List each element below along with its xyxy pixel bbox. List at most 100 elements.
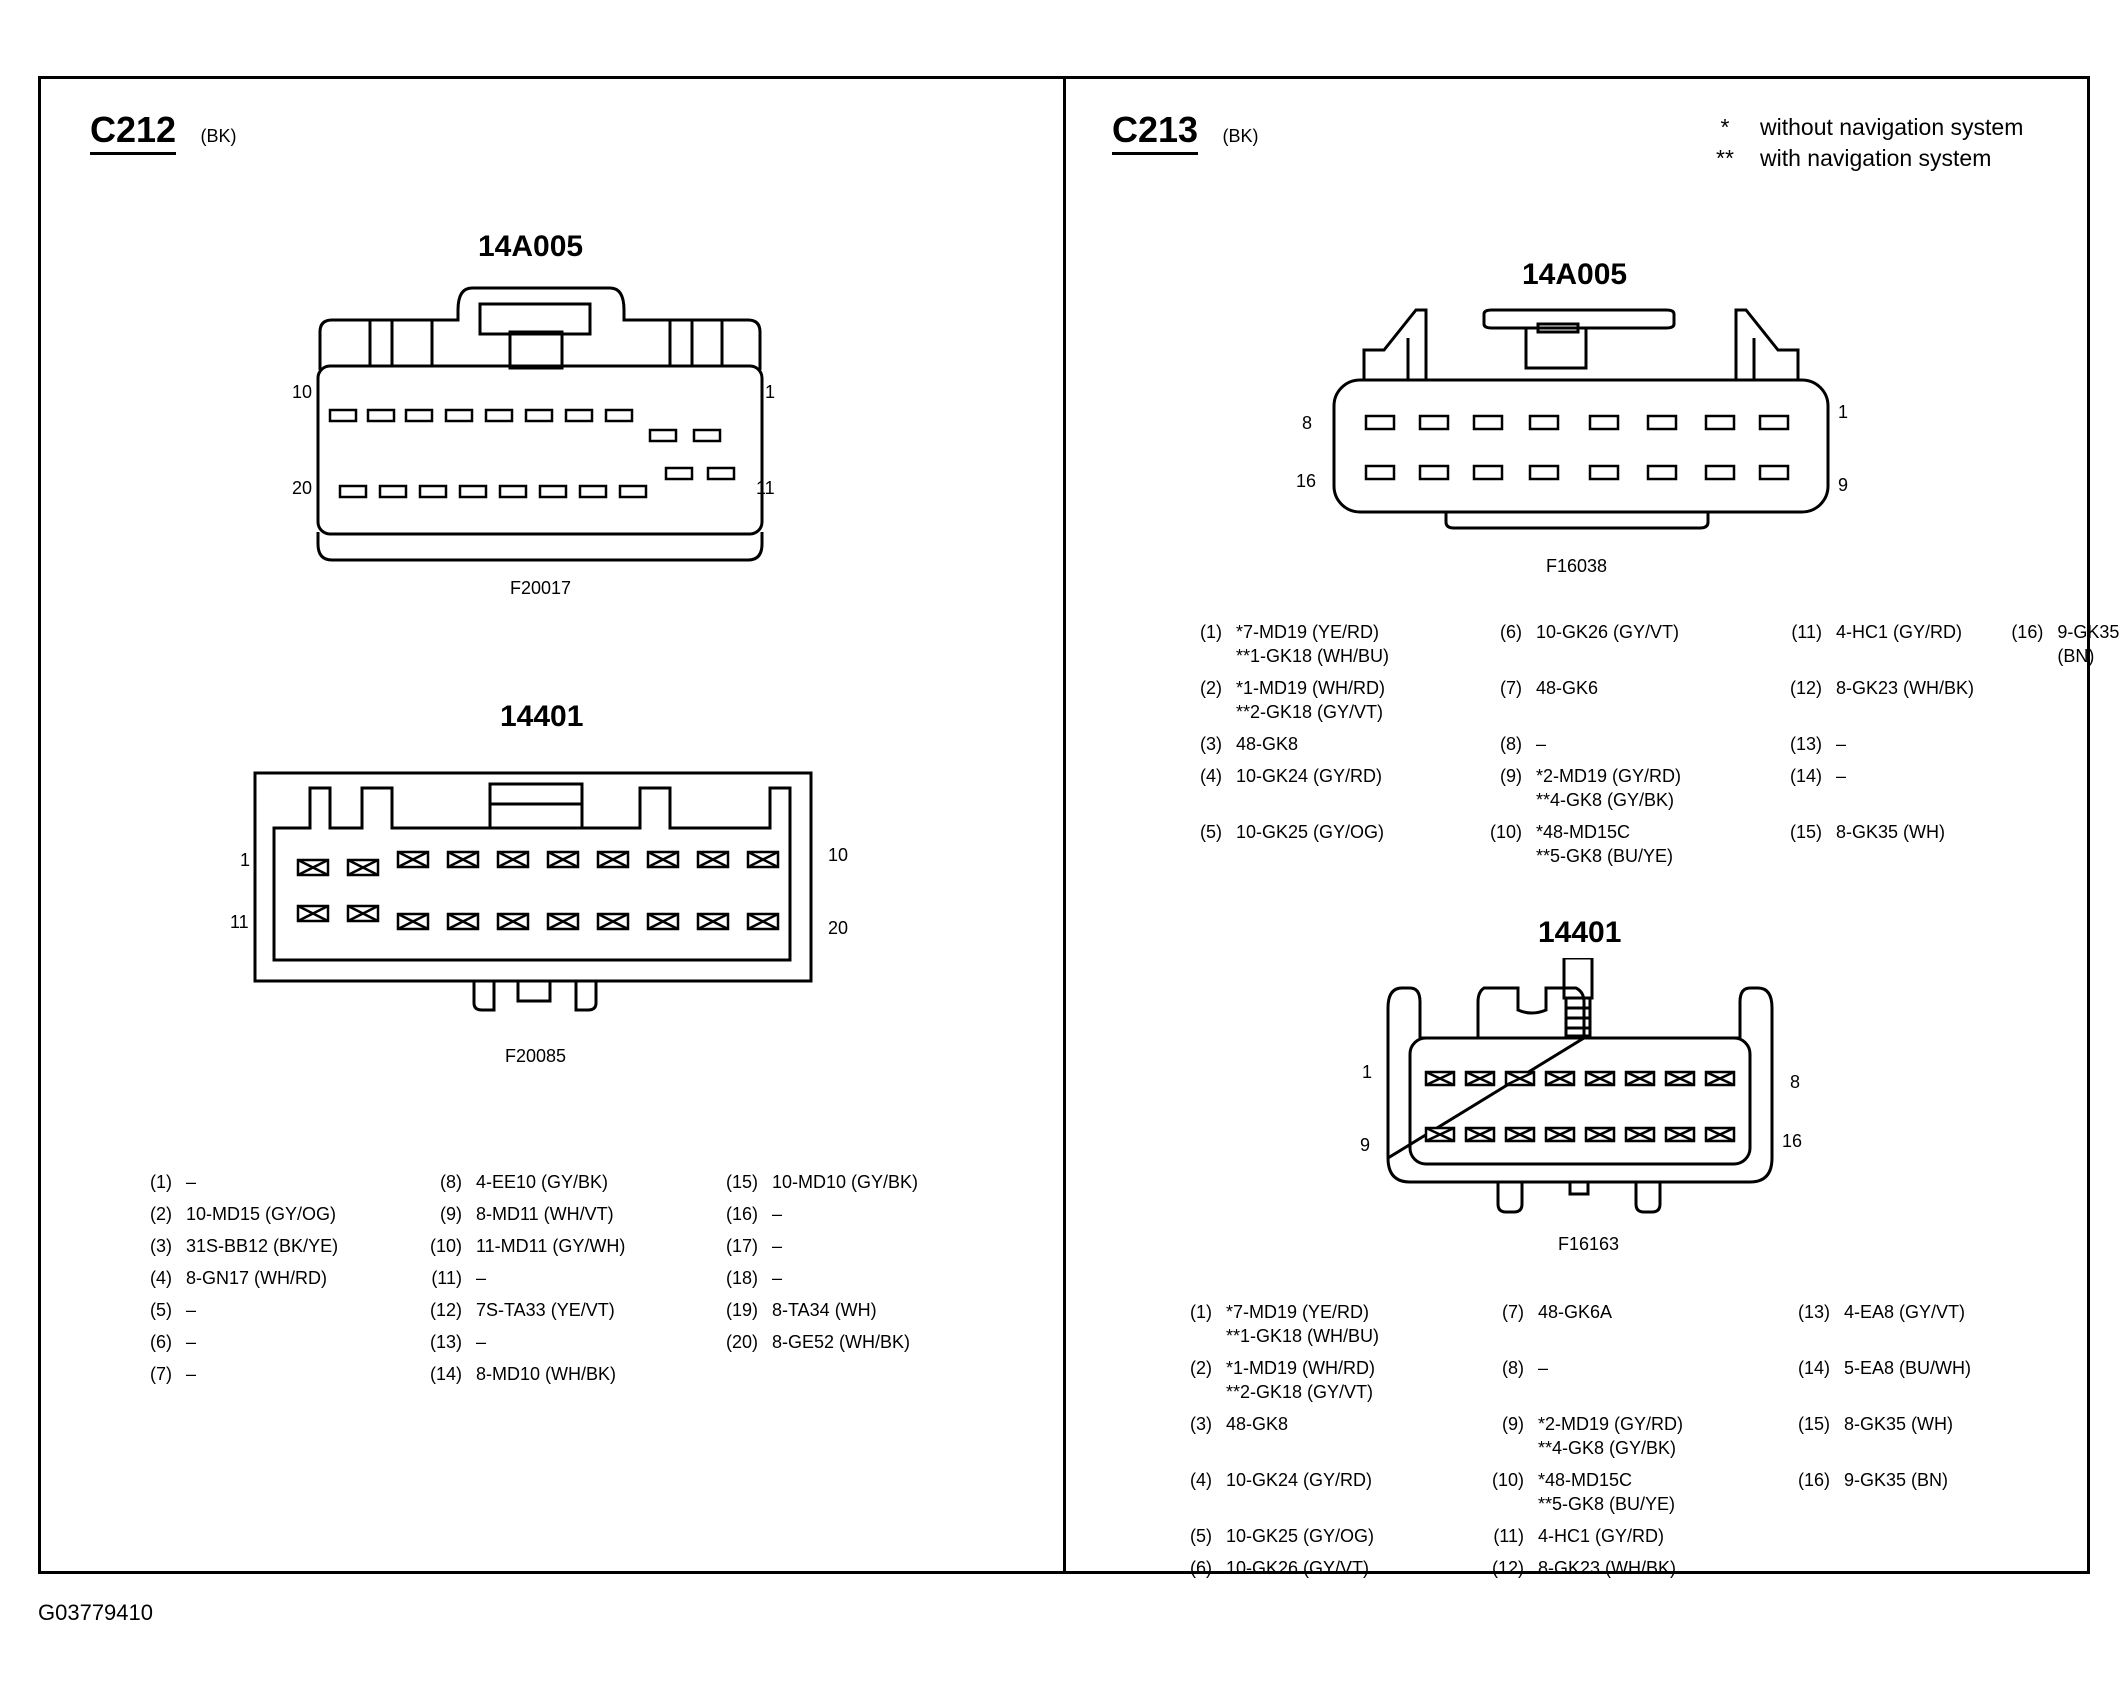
pin-row: (6)10-GK26 (GY/VT) — [1160, 1556, 1472, 1580]
pin-circuit: 8-GN17 (WH/RD) — [186, 1268, 328, 1288]
pin-number: (7) — [150, 1364, 172, 1384]
pin-circuit: *48-MD15C **5-GK8 (BU/YE) — [1538, 1470, 1676, 1514]
pin-row: (16)9-GK35 (BN) — [2010, 620, 2124, 668]
pin-row: (12) 8-GK23 (WH/BK) — [1770, 676, 2010, 724]
pin-number: (11) — [1791, 622, 1822, 642]
legend-text: with navigation system — [1760, 145, 1992, 171]
figure-id-f16163: F16163 — [1558, 1234, 1620, 1254]
pin-circuit: – — [772, 1204, 783, 1224]
pin-row: (15)8-GK35 (WH) — [1770, 820, 2010, 868]
pin-circuit: 11-MD11 (GY/WH) — [476, 1236, 626, 1256]
pin-circuit: 4-HC1 (GY/RD) — [1836, 622, 1963, 642]
pin-number: (2) — [150, 1204, 172, 1224]
c212-header: C212 (BK) — [90, 109, 237, 155]
connector-drawing-14401-c212 — [253, 771, 813, 1012]
pin-circuit: 10-GK26 (GY/VT) — [1226, 1558, 1370, 1578]
pin-number: (3) — [1200, 734, 1222, 754]
pin-circuit: – — [1836, 734, 1847, 754]
pin-number: (15) — [725, 1172, 758, 1192]
pin-row: (13)4-EA8 (GY/VT) — [1778, 1300, 2018, 1348]
pin-circuit: *7-MD19 (YE/RD) **1-GK18 (WH/BU) — [1236, 622, 1390, 666]
pin-row: (10) *48-MD15C **5-GK8 (BU/YE) — [1472, 1468, 1778, 1516]
pin-number: (10) — [1491, 1470, 1524, 1490]
pin-circuit: 7S-TA33 (YE/VT) — [476, 1300, 615, 1320]
c213-header: C213 (BK) — [1112, 109, 1259, 155]
pin-row: (14)5-EA8 (BU/WH) — [1778, 1356, 2018, 1404]
pin-circuit: *1-MD19 (WH/RD) **2-GK18 (GY/VT) — [1236, 678, 1386, 722]
pin-circuit: – — [1536, 734, 1547, 754]
legend-text: without navigation system — [1760, 114, 2024, 140]
pin-circuit: 9-GK35 (BN) — [2057, 622, 2120, 666]
pin-number: (7) — [1502, 1302, 1524, 1322]
pin-row: (12)8-GK23 (WH/BK) — [1472, 1556, 1778, 1580]
pin-circuit: 10-GK24 (GY/RD) — [1236, 766, 1383, 786]
pin-cavities — [1364, 414, 1790, 481]
pin-number: (15) — [1797, 1414, 1830, 1434]
pin-row: (16)– — [706, 1198, 946, 1230]
pin-label-tr: 1 — [1838, 402, 1849, 422]
pin-circuit: 8-GK35 (WH) — [1844, 1414, 1954, 1434]
pin-row: (11)– — [410, 1262, 706, 1294]
pin-row: (4) 10-GK24 (GY/RD) — [1160, 1468, 1472, 1516]
pin-table-c213-14a005: (1) *7-MD19 (YE/RD) **1-GK18 (WH/BU) (2) *1… — [1170, 620, 2124, 868]
pin-row: (14)8-MD10 (WH/BK) — [410, 1358, 706, 1390]
pin-circuit: 10-GK24 (GY/RD) — [1226, 1470, 1373, 1490]
pin-row: (5)– — [120, 1294, 410, 1326]
pin-circuit: 8-GK23 (WH/BK) — [1538, 1558, 1677, 1578]
pin-number: (18) — [725, 1268, 758, 1288]
pin-number: (4) — [1190, 1470, 1212, 1490]
pin-row: (4)8-GN17 (WH/RD) — [120, 1262, 410, 1294]
pin-cavities — [1424, 1070, 1736, 1143]
legend-mark: * — [1720, 114, 1730, 140]
pin-row: (14)– — [1770, 764, 2010, 812]
pin-circuit: *7-MD19 (YE/RD) **1-GK18 (WH/BU) — [1226, 1302, 1380, 1346]
pin-number: (2) — [1200, 678, 1222, 698]
pin-number: (3) — [1190, 1414, 1212, 1434]
pin-number: (12) — [1789, 678, 1822, 698]
pin-label-tl: 10 — [292, 382, 313, 402]
pin-circuit: – — [476, 1332, 487, 1352]
pin-number: (16) — [1797, 1470, 1830, 1490]
pin-number: (1) — [1190, 1302, 1212, 1322]
connector-title-c212: C212 — [90, 109, 177, 155]
pin-circuit: 4-EA8 (GY/VT) — [1844, 1302, 1966, 1322]
pin-row: (3)31S-BB12 (BK/YE) — [120, 1230, 410, 1262]
pin-number: (1) — [1200, 622, 1222, 642]
pin-circuit: 8-GK23 (WH/BK) — [1836, 678, 1975, 698]
pin-row: (8)– — [1472, 1356, 1778, 1404]
pin-row: (10)11-MD11 (GY/WH) — [410, 1230, 706, 1262]
pin-row: (17)– — [706, 1230, 946, 1262]
pin-row: (7)– — [120, 1358, 410, 1390]
connector-title-c213: C213 — [1112, 109, 1199, 155]
pin-label-bl: 9 — [1360, 1135, 1371, 1155]
figure-id-f20085: F20085 — [505, 1046, 567, 1066]
pin-row: (16) 9-GK35 (BN) — [1778, 1468, 2018, 1516]
pin-circuit: 5-EA8 (BU/WH) — [1844, 1358, 1972, 1378]
pin-circuit: 48-GK6 — [1536, 678, 1599, 698]
pin-circuit: *48-MD15C **5-GK8 (BU/YE) — [1536, 822, 1674, 866]
pin-label-bl: 11 — [230, 912, 249, 932]
pin-number: (15) — [1789, 822, 1822, 842]
pin-circuit: 9-GK35 (BN) — [1844, 1470, 1949, 1490]
pin-row: (4)10-GK24 (GY/RD) — [1170, 764, 1470, 812]
pin-row: (1) *7-MD19 (YE/RD) **1-GK18 (WH/BU) — [1160, 1300, 1472, 1348]
pin-row: (13)– — [410, 1326, 706, 1358]
pin-circuit: *2-MD19 (GY/RD) **4-GK8 (GY/BK) — [1536, 766, 1682, 810]
pin-number: (8) — [1500, 734, 1522, 754]
pin-number: (1) — [150, 1172, 172, 1192]
connector-color-c212: (BK) — [200, 126, 237, 146]
pin-circuit: – — [772, 1268, 783, 1288]
pin-circuit: 10-GK25 (GY/OG) — [1226, 1526, 1375, 1546]
figure-id-f16038: F16038 — [1546, 556, 1608, 576]
pin-circuit: – — [186, 1172, 197, 1192]
pin-number: (5) — [1190, 1526, 1212, 1546]
pin-number: (7) — [1500, 678, 1522, 698]
panel-divider — [1063, 76, 1066, 1574]
pin-circuit: 8-GE52 (WH/BK) — [772, 1332, 911, 1352]
pin-number: (11) — [431, 1268, 462, 1288]
pin-number: (16) — [725, 1204, 758, 1224]
pin-row: (5) 10-GK25 (GY/OG) — [1160, 1524, 1472, 1548]
pin-row: (11)4-HC1 (GY/RD) — [1472, 1524, 1778, 1548]
legend-mark: ** — [1716, 145, 1734, 171]
pin-number: (19) — [725, 1300, 758, 1320]
